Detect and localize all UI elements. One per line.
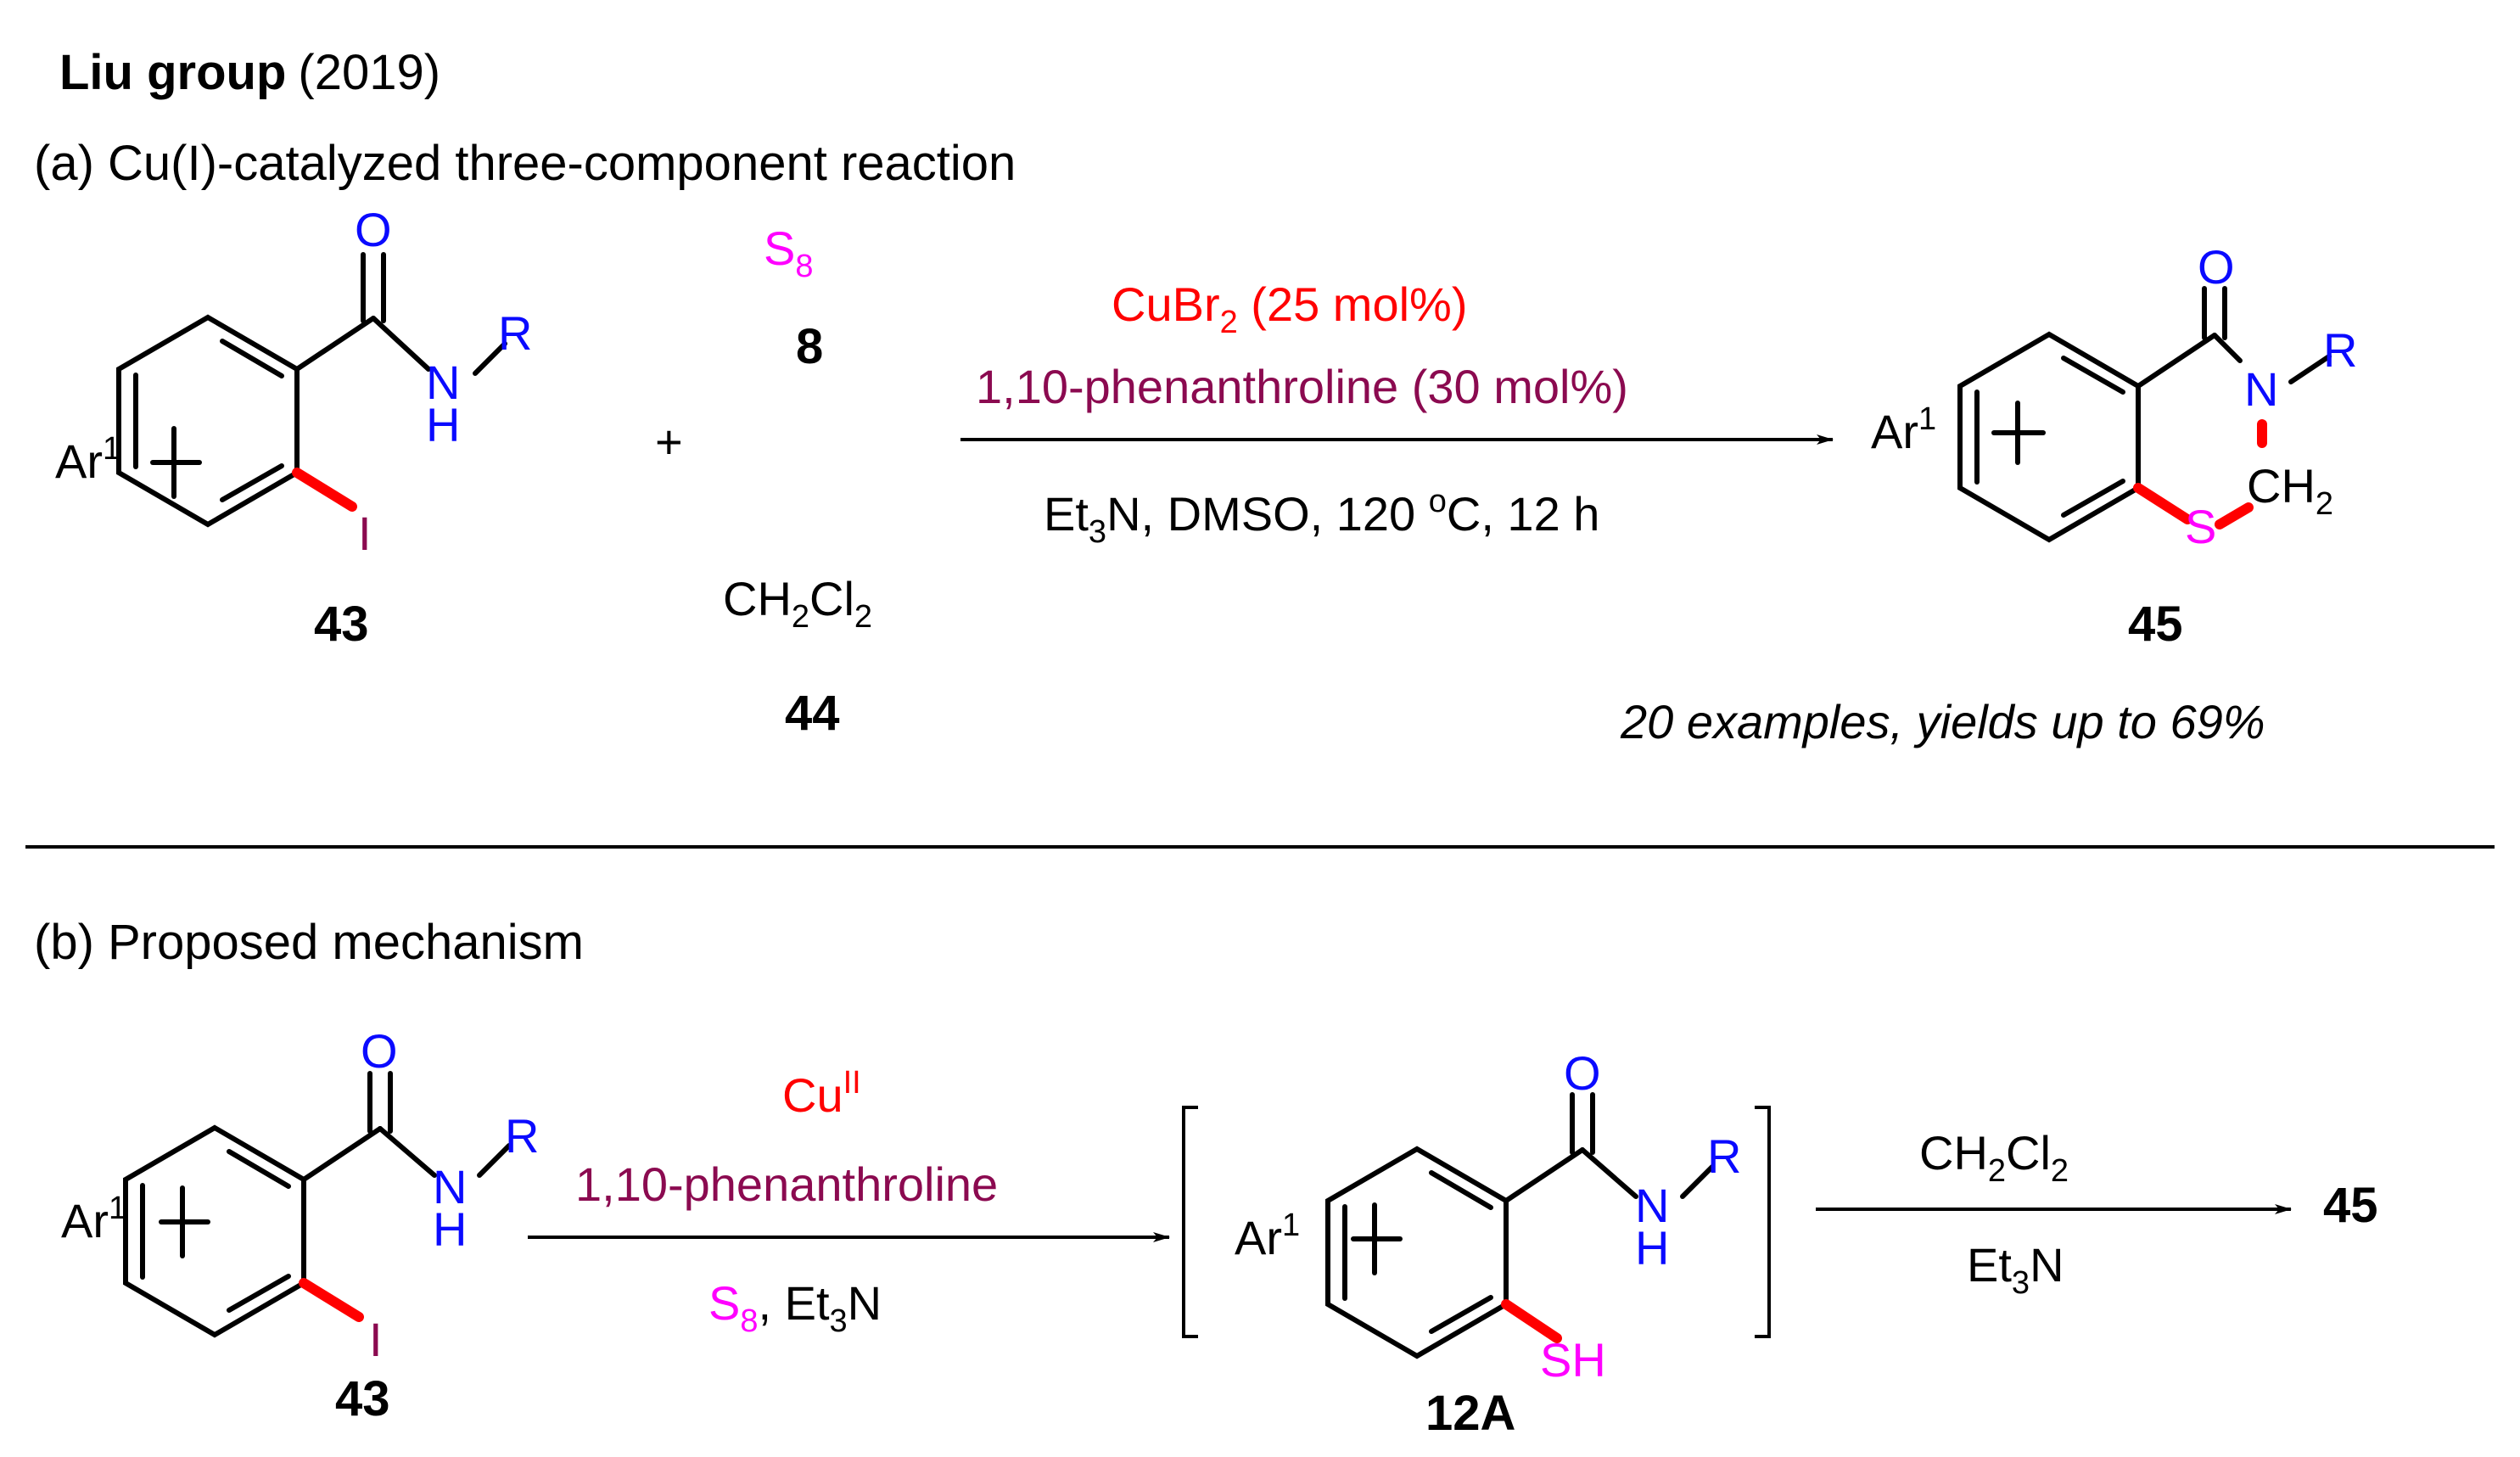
sulfur-label: 8	[796, 319, 823, 374]
c-i-bond-b	[299, 1278, 364, 1322]
intermediate-12a-n: N	[1635, 1179, 1669, 1232]
compound-43b-ar: Ar1	[61, 1191, 126, 1247]
step1-ligand: 1,10-phenanthroline	[575, 1157, 998, 1211]
compound-43-n: N	[426, 356, 460, 409]
compound-45-label: 45	[2128, 597, 2183, 652]
c-i-bond	[292, 468, 357, 512]
compound-43b-h: H	[433, 1202, 467, 1256]
c-s-bond	[2133, 483, 2192, 524]
intermediate-12a-ar: Ar1	[1235, 1208, 1300, 1264]
compound-43-o: O	[355, 203, 392, 256]
scope-text: 20 examples, yields up to 69%	[1620, 695, 2265, 748]
s-ch2-bond	[2215, 502, 2254, 530]
step2-base: Et3N	[1967, 1238, 2064, 1301]
compound-43-label: 43	[314, 597, 369, 652]
compound-43b-o: O	[361, 1024, 398, 1078]
header-line: Liu group(2019)	[59, 45, 440, 100]
intermediate-12a-o: O	[1564, 1046, 1601, 1100]
sulfur-reagent: S8	[764, 221, 814, 284]
part-b-title: (b) Proposed mechanism	[34, 915, 584, 970]
compound-45-ch2: CH2	[2247, 459, 2333, 522]
compound-43b-iodine: I	[369, 1313, 383, 1366]
compound-45-structure	[1957, 286, 2332, 543]
compound-45-ar: Ar1	[1871, 401, 1936, 458]
compound-45-n: N	[2244, 362, 2278, 416]
bracket-right	[1755, 1106, 1771, 1338]
compound-43-ar: Ar1	[55, 431, 120, 488]
compound-43-r: R	[498, 306, 532, 360]
compound-43b-r: R	[505, 1109, 539, 1163]
compound-45-r: R	[2323, 323, 2357, 377]
dichloromethane-label: 44	[785, 686, 840, 741]
compound-45-o: O	[2198, 240, 2235, 294]
compound-45-s: S	[2185, 500, 2216, 553]
compound-43-h: H	[426, 398, 460, 451]
catalyst-text: CuBr2 (25 mol%)	[1112, 277, 1467, 340]
compound-43b-label: 43	[335, 1371, 390, 1426]
step1-catalyst: CuII	[782, 1065, 861, 1122]
group-name: Liu group	[59, 45, 286, 100]
dichloromethane-reagent: CH2Cl2	[723, 572, 872, 635]
ligand-text: 1,10-phenanthroline (30 mol%)	[976, 360, 1628, 413]
c-sh-bond	[1501, 1299, 1562, 1343]
plus-sign: +	[655, 415, 683, 468]
bracket-left	[1182, 1106, 1198, 1338]
compound-43b-n: N	[433, 1160, 467, 1213]
conditions-text: Et3N, DMSO, 120 oC, 12 h	[1044, 484, 1599, 550]
step2-reagent: CH2Cl2	[1919, 1126, 2069, 1189]
intermediate-12a-r: R	[1707, 1129, 1741, 1183]
intermediate-12a-sh: SH	[1540, 1333, 1606, 1387]
part-a-title: (a) Cu(I)-catalyzed three-component reac…	[34, 136, 1016, 191]
step1-reagents: S8, Et3N	[708, 1276, 882, 1339]
final-product-label: 45	[2323, 1178, 2378, 1233]
group-year: (2019)	[298, 45, 440, 100]
intermediate-12a-h: H	[1635, 1221, 1669, 1275]
intermediate-12a-label: 12A	[1425, 1386, 1515, 1441]
compound-43-iodine: I	[358, 507, 372, 560]
